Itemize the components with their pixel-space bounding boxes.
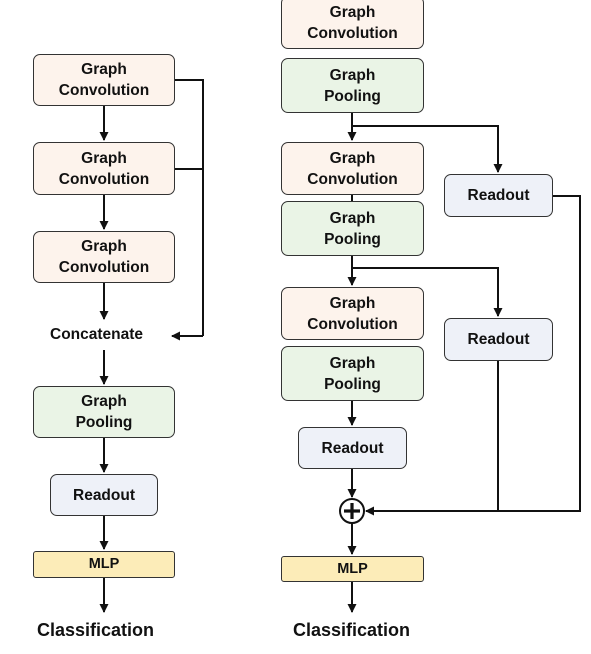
right-branch-readout1: [352, 125, 503, 173]
right-graph-pooling-1: Graph Pooling: [281, 58, 424, 113]
left-mlp: MLP: [33, 551, 175, 578]
right-readout1-to-sum: [365, 195, 581, 516]
left-skip-conv1: [175, 79, 204, 336]
right-readout-1: Readout: [444, 174, 553, 217]
right-branch-readout2: [352, 267, 503, 317]
right-readout-2: Readout: [444, 318, 553, 361]
right-graph-convolution-2: Graph Convolution: [281, 142, 424, 195]
right-mlp: MLP: [281, 556, 424, 582]
left-graph-convolution-1: Graph Convolution: [33, 54, 175, 106]
right-readout-3: Readout: [298, 427, 407, 469]
right-graph-pooling-3: Graph Pooling: [281, 346, 424, 401]
left-classification-label: Classification: [37, 620, 155, 640]
left-concatenate-label: Concatenate: [50, 326, 144, 343]
right-classification-label: Classification: [293, 620, 411, 640]
right-graph-convolution-1: Graph Convolution: [281, 0, 424, 49]
left-graph-convolution-3: Graph Convolution: [33, 231, 175, 283]
left-graph-convolution-2: Graph Convolution: [33, 142, 175, 195]
left-graph-pooling: Graph Pooling: [33, 386, 175, 438]
right-graph-pooling-2: Graph Pooling: [281, 201, 424, 256]
right-graph-convolution-3: Graph Convolution: [281, 287, 424, 340]
left-readout: Readout: [50, 474, 158, 516]
